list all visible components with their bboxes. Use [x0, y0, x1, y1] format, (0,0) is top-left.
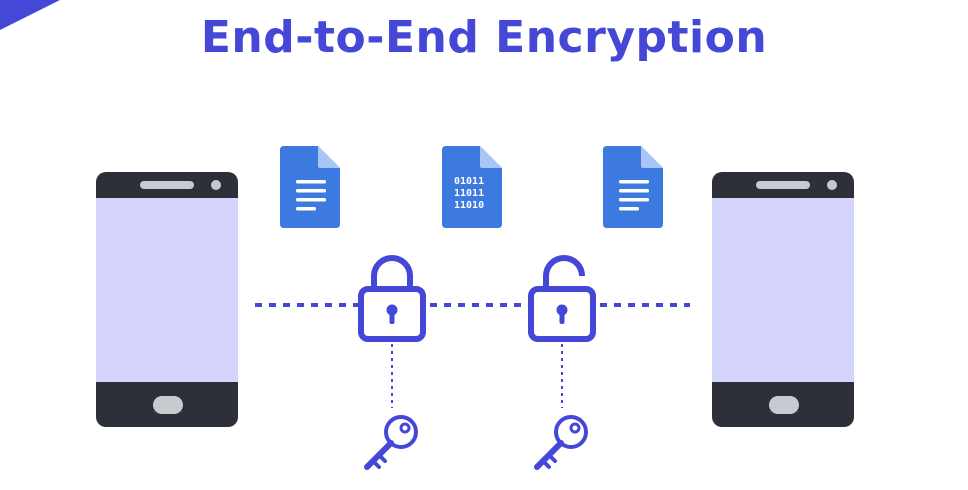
decryption-key	[534, 415, 588, 470]
binary-line-2: 11011	[454, 188, 484, 199]
key-icon	[364, 415, 418, 470]
corner-accent	[0, 0, 60, 30]
lock-open-icon	[528, 255, 596, 342]
plain-document-sender	[280, 146, 340, 228]
decryption-lock	[528, 255, 596, 342]
binary-line-1: 01011	[454, 176, 484, 187]
binary-document-icon: 01011 11011 11010	[442, 146, 502, 228]
smartphone-icon	[96, 172, 238, 427]
binary-line-3: 11010	[454, 200, 484, 211]
lock-closed-icon	[358, 255, 426, 342]
encrypted-document: 01011 11011 11010	[442, 146, 502, 228]
sender-phone	[96, 172, 238, 427]
plain-document-receiver	[603, 146, 663, 228]
document-icon	[280, 146, 340, 228]
receiver-phone	[712, 172, 854, 427]
smartphone-icon	[712, 172, 854, 427]
document-icon	[603, 146, 663, 228]
encryption-key	[364, 415, 418, 470]
page-title: End-to-End Encryption	[200, 12, 768, 63]
key-icon	[534, 415, 588, 470]
encryption-lock	[358, 255, 426, 342]
